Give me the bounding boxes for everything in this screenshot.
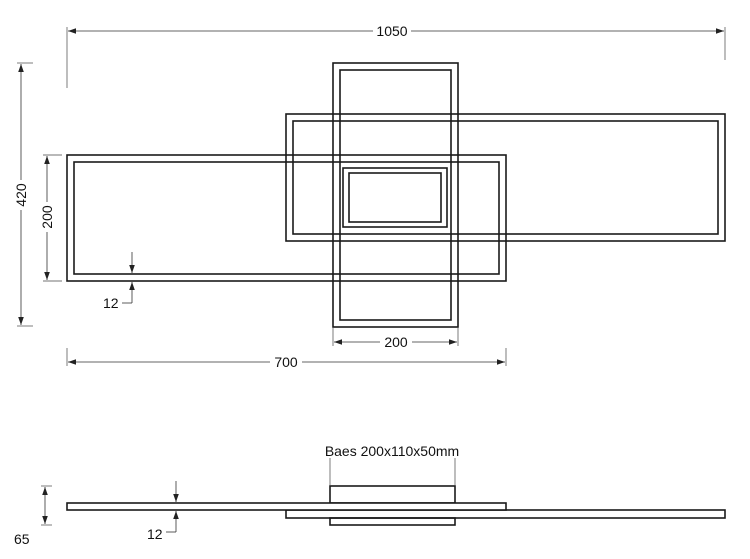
side-view bbox=[66, 485, 726, 526]
dim-label-inner-height: 200 bbox=[39, 205, 55, 229]
side-left-bar bbox=[66, 502, 507, 511]
dim-label-cross-width: 200 bbox=[384, 334, 408, 350]
dimension-side-thickness: 12 bbox=[147, 481, 179, 542]
left-frame-outer bbox=[66, 154, 507, 282]
center-base-inner bbox=[348, 172, 442, 223]
cross-frame-outer bbox=[332, 62, 459, 328]
base-label-group: Baes 200x110x50mm bbox=[325, 443, 459, 486]
dim-label-overall-length: 1050 bbox=[376, 23, 407, 39]
dimension-overall-width: 420 bbox=[12, 62, 33, 327]
dimension-overall-length: 1050 bbox=[66, 23, 726, 88]
left-frame-inner bbox=[73, 161, 500, 275]
side-right-bar bbox=[285, 509, 726, 519]
dimension-side-height: 65 bbox=[14, 485, 52, 547]
dim-label-left-frame-length: 700 bbox=[274, 354, 298, 370]
dim-label-overall-width: 420 bbox=[13, 183, 29, 207]
base-label: Baes 200x110x50mm bbox=[325, 443, 459, 459]
dimension-cross-width: 200 bbox=[332, 327, 459, 350]
side-base-bottom bbox=[329, 517, 456, 526]
dimension-inner-height: 200 bbox=[38, 154, 62, 282]
dim-label-side-height: 65 bbox=[14, 531, 30, 547]
dimension-left-frame-length: 700 bbox=[66, 348, 507, 370]
dim-label-side-thickness: 12 bbox=[147, 526, 163, 542]
center-base-outer bbox=[342, 167, 448, 228]
cross-frame-inner bbox=[339, 69, 452, 321]
side-base-top bbox=[329, 485, 456, 504]
top-view bbox=[66, 62, 726, 328]
dimension-frame-thickness: 12 bbox=[103, 252, 135, 311]
dim-label-frame-thickness: 12 bbox=[103, 295, 119, 311]
